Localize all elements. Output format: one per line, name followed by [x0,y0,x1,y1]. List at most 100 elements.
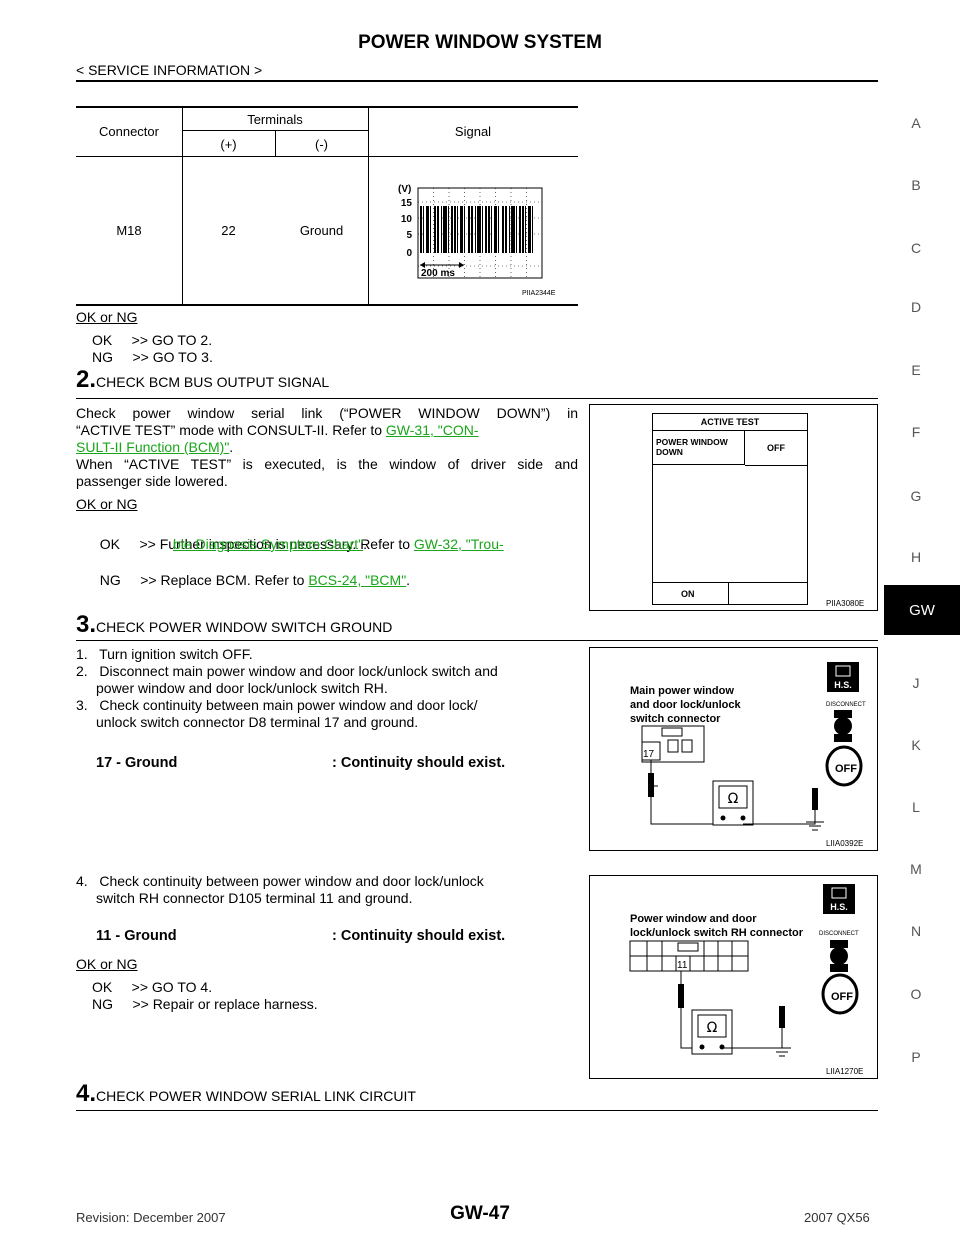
side-index-g[interactable]: G [910,488,922,504]
connector-d8-icon: 17 [641,725,705,763]
link-symptom-chart[interactable]: GW-32, "Trou- [413,536,504,552]
probe-2-icon [812,788,818,810]
step-3-item-3a: 3. Check continuity between main power w… [76,697,478,713]
wave-code: PIIA2344E [522,290,556,297]
footer-model: 2007 QX56 [804,1210,870,1225]
spec-1-result: : Continuity should exist. [332,755,506,771]
active-test-code: PIIA3080E [826,599,865,608]
continuity-figure-1: Main power window and door lock/unlock s… [589,647,878,851]
link-symptom-chart-cont[interactable]: ble Diagnosis Symptom Chart" [173,536,364,552]
step-2-para-1a: Check power window serial link (“POWER W… [76,405,578,421]
link-bcm[interactable]: BCS-24, "BCM" [308,572,407,588]
on-button[interactable]: ON [653,582,729,604]
ohmmeter-icon-2: Ω [691,1009,733,1055]
side-index-b[interactable]: B [911,177,921,193]
side-index-f[interactable]: F [911,424,921,440]
link-consult-function-cont[interactable]: SULT-II Function (BCM)" [76,439,230,455]
link-consult-function[interactable]: GW-31, "CON- [385,422,479,438]
side-index-m[interactable]: M [910,861,922,877]
ng-result-1: NG >> GO TO 3. [92,349,213,365]
ok-result-2-cont: ble Diagnosis Symptom Chart". [173,536,368,552]
waveform-figure: (V) 15 10 5 0 200 ms PIIA2344E [380,178,570,298]
spec-1-terminal: 17 - Ground [96,755,178,771]
disconnect-icon-2 [830,940,848,972]
fig1-ohm: Ω [728,791,739,807]
step-4-heading: 4.CHECK POWER WINDOW SERIAL LINK CIRCUIT [76,1080,416,1108]
header-minus: (-) [315,137,328,152]
ignition-off-icon-2: OFF [821,973,859,1015]
step-3-rule [76,640,878,641]
side-index-e[interactable]: E [911,362,921,378]
fig1-code: LIIA0392E [826,839,864,848]
step-3-item-1: 1. Turn ignition switch OFF. [76,646,253,662]
ok-ng-label-1: OK or NG [76,309,138,325]
page-title: POWER WINDOW SYSTEM [358,32,602,53]
step-3-heading: 3.CHECK POWER WINDOW SWITCH GROUND [76,611,392,639]
step-3-title: CHECK POWER WINDOW SWITCH GROUND [96,619,393,635]
side-index-c[interactable]: C [910,240,922,256]
probe-3-icon [678,984,684,1008]
ignition-off-icon: OFF [825,745,863,787]
wave-y0: 0 [406,248,412,259]
step-3-number: 3. [76,611,97,638]
step-4-title: CHECK POWER WINDOW SERIAL LINK CIRCUIT [96,1088,416,1104]
step-3-item-2a: 2. Disconnect main power window and door… [76,663,498,679]
step-2-heading: 2.CHECK BCM BUS OUTPUT SIGNAL [76,366,329,394]
spec-2-terminal: 11 - Ground [96,928,177,944]
fig2-pin: 11 [677,960,688,971]
ok-result-3: OK >> GO TO 4. [92,979,213,995]
step-2-para-1b: “ACTIVE TEST” mode with CONSULT-II. Refe… [76,422,479,438]
footer-revision: Revision: December 2007 [76,1210,226,1225]
continuity-figure-2: Power window and door lock/unlock switch… [589,875,878,1079]
fig2-ohm: Ω [707,1020,718,1036]
footer-page-number: GW-47 [450,1203,510,1224]
side-index-a[interactable]: A [911,115,921,131]
wave-y10: 10 [401,214,413,225]
hs-badge-icon: H.S. [827,662,859,692]
side-index-l[interactable]: L [912,799,920,815]
header-plus: (+) [220,137,237,152]
wave-unit: (V) [398,184,411,195]
active-test-value: OFF [745,431,807,466]
fig1-label-3: switch connector [630,713,721,725]
section-subtitle: < SERVICE INFORMATION > [76,62,263,78]
cell-plus: 22 [221,223,236,238]
side-index-d[interactable]: D [910,299,922,315]
step-3-item-2b: power window and door lock/unlock switch… [96,680,388,696]
side-index-h[interactable]: H [910,549,922,565]
disconnect-icon [834,710,852,742]
step-2-para-1c: SULT-II Function (BCM)". [76,439,234,455]
fig2-disconnect: DISCONNECT [819,931,859,937]
ground-icon [806,810,824,831]
side-index-active-gw[interactable]: GW [884,585,960,635]
ok-ng-label-3: OK or NG [76,956,138,972]
header-rule [76,80,878,82]
connector-table: Connector Terminals (+) (-) Signal M18 2… [76,106,578,306]
side-index-p[interactable]: P [911,1049,921,1065]
side-index-k[interactable]: K [911,737,921,753]
cell-minus: Ground [299,223,344,238]
step-4-rule [76,1110,878,1111]
continuity-diagram-2: Power window and door lock/unlock switch… [629,884,859,1057]
header-terminals: Terminals [247,112,303,127]
ok-result-2: OK >> Further inspection is necessary. R… [99,536,504,552]
fig1-disconnect: DISCONNECT [826,702,866,708]
step-2-number: 2. [76,366,97,393]
fig1-hs: H.S. [834,680,852,690]
header-connector: Connector [99,124,159,139]
fig1-label-1: Main power window [630,685,734,697]
step-2-para-2b: passenger side lowered. [76,473,228,489]
side-index-j[interactable]: J [912,675,920,691]
wave-y15: 15 [401,198,413,209]
hs-badge-icon-2: H.S. [823,884,855,914]
ng-result-3: NG >> Repair or replace harness. [92,996,318,1012]
active-test-header: ACTIVE TEST [653,414,807,431]
header-signal: Signal [454,124,492,139]
step-4-number: 4. [76,1080,97,1107]
side-index-o[interactable]: O [910,986,922,1002]
step-2-rule [76,398,878,399]
side-index-n[interactable]: N [910,923,922,939]
